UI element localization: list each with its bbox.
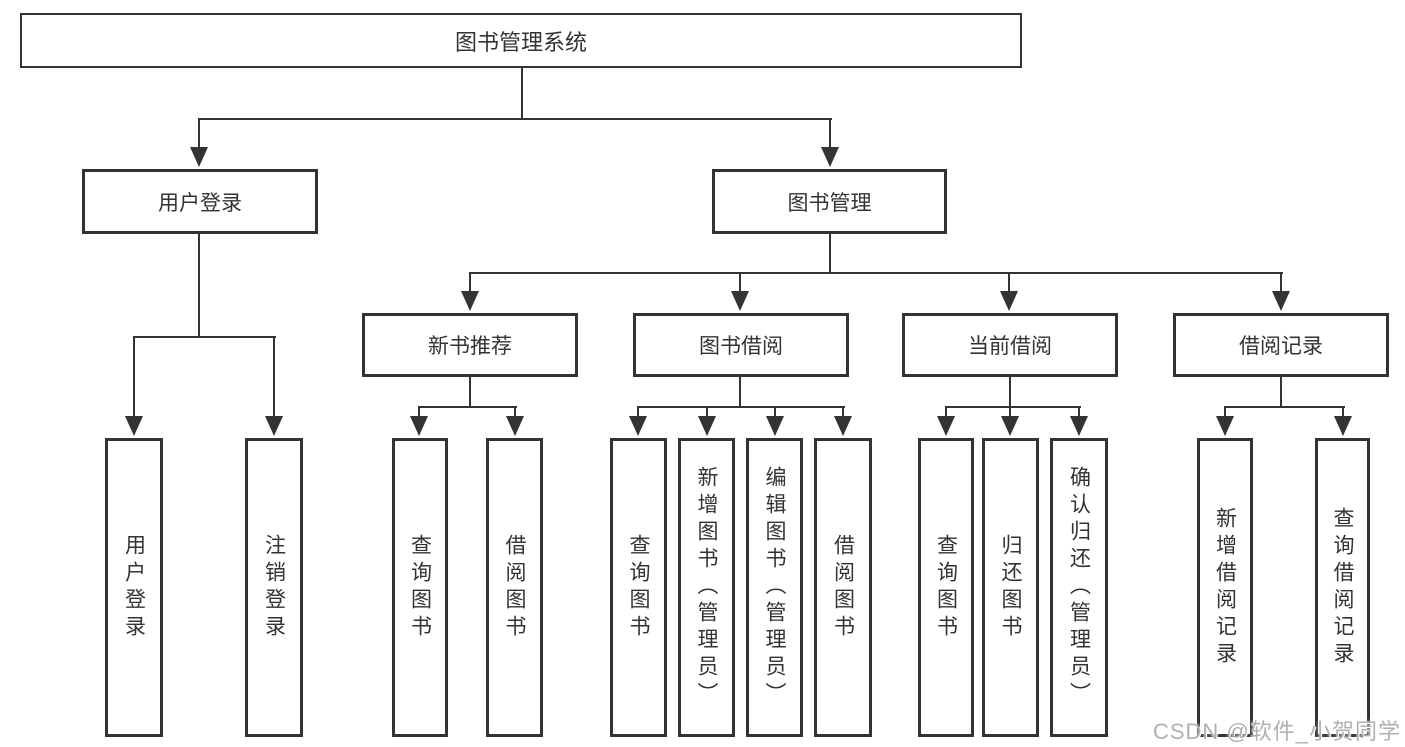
arrowhead-icon bbox=[1334, 416, 1352, 436]
arrowhead-icon bbox=[461, 291, 479, 311]
leaf-records-query-record: 查询借阅记录 bbox=[1315, 438, 1370, 737]
arrow-shaft bbox=[198, 118, 200, 153]
arrowhead-icon bbox=[834, 416, 852, 436]
node-label: 用户登录 bbox=[122, 533, 146, 642]
arrow-shaft bbox=[774, 406, 776, 422]
connector-line bbox=[637, 406, 845, 408]
connector-line bbox=[829, 234, 831, 274]
connector-line bbox=[469, 272, 1283, 274]
node-label: 编辑图书（管理员） bbox=[763, 466, 786, 709]
leaf-borrow-query-book: 查询图书 bbox=[610, 438, 667, 737]
node-label: 借阅图书 bbox=[831, 533, 855, 642]
connector-line bbox=[198, 234, 200, 338]
node-label: 图书管理 bbox=[787, 191, 872, 215]
node-borrowing-records: 借阅记录 bbox=[1173, 313, 1389, 377]
node-label: 新增借阅记录 bbox=[1213, 506, 1237, 669]
node-label: 查询图书 bbox=[408, 533, 432, 642]
arrowhead-icon bbox=[190, 147, 208, 167]
node-label: 新书推荐 bbox=[428, 335, 512, 358]
connector-line bbox=[1009, 376, 1011, 408]
node-new-book-recommend: 新书推荐 bbox=[362, 313, 578, 377]
arrowhead-icon bbox=[731, 291, 749, 311]
node-label: 注销登录 bbox=[262, 533, 286, 642]
arrowhead-icon bbox=[937, 416, 955, 436]
node-label: 确认归还（管理员） bbox=[1067, 466, 1091, 709]
connector-line bbox=[521, 68, 523, 120]
node-label: 归还图书 bbox=[999, 533, 1022, 642]
leaf-current-confirm-return-admin: 确认归还（管理员） bbox=[1050, 438, 1108, 737]
arrow-shaft bbox=[273, 336, 275, 422]
arrowhead-icon bbox=[1070, 416, 1088, 436]
leaf-current-query-book: 查询图书 bbox=[918, 438, 974, 737]
node-label: 用户登录 bbox=[158, 191, 242, 215]
connector-line bbox=[1224, 406, 1345, 408]
connector-line bbox=[1280, 377, 1282, 408]
arrowhead-icon bbox=[125, 416, 143, 436]
node-label: 图书借阅 bbox=[699, 335, 783, 358]
arrow-shaft bbox=[1224, 406, 1226, 422]
node-library-management-system: 图书管理系统 bbox=[20, 13, 1022, 68]
node-label: 新增图书（管理员） bbox=[695, 466, 718, 709]
arrowhead-icon bbox=[821, 147, 839, 167]
arrowhead-icon bbox=[1001, 416, 1019, 436]
node-label: 查询图书 bbox=[627, 533, 650, 642]
arrow-shaft bbox=[1009, 406, 1011, 422]
arrowhead-icon bbox=[766, 416, 784, 436]
node-label: 借阅记录 bbox=[1239, 335, 1323, 358]
arrowhead-icon bbox=[1000, 291, 1018, 311]
connector-line bbox=[133, 336, 276, 338]
arrow-shaft bbox=[469, 272, 471, 297]
arrow-shaft bbox=[133, 336, 135, 422]
arrow-shaft bbox=[945, 406, 947, 422]
arrow-shaft bbox=[829, 118, 831, 153]
connector-line bbox=[945, 406, 1081, 408]
arrow-shaft bbox=[637, 406, 639, 422]
arrow-shaft bbox=[706, 406, 708, 422]
leaf-newrec-borrow-book: 借阅图书 bbox=[486, 438, 543, 737]
leaf-borrow-add-book-admin: 新增图书（管理员） bbox=[678, 438, 735, 737]
connector-line bbox=[739, 377, 741, 408]
arrowhead-icon bbox=[410, 416, 428, 436]
leaf-user-login: 用户登录 bbox=[105, 438, 163, 737]
arrowhead-icon bbox=[629, 416, 647, 436]
node-label: 当前借阅 bbox=[968, 335, 1052, 358]
leaf-newrec-query-book: 查询图书 bbox=[392, 438, 448, 737]
arrow-shaft bbox=[418, 406, 420, 422]
connector-line bbox=[469, 377, 471, 408]
leaf-records-add-record: 新增借阅记录 bbox=[1197, 438, 1253, 737]
node-label: 图书管理系统 bbox=[454, 29, 587, 55]
arrowhead-icon bbox=[698, 416, 716, 436]
node-label: 查询借阅记录 bbox=[1331, 506, 1354, 669]
arrowhead-icon bbox=[265, 416, 283, 436]
connector-line bbox=[418, 406, 517, 408]
arrow-shaft bbox=[1280, 272, 1282, 297]
node-current-borrowing: 当前借阅 bbox=[902, 313, 1118, 377]
leaf-borrow-edit-book-admin: 编辑图书（管理员） bbox=[746, 438, 803, 737]
arrow-shaft bbox=[1078, 406, 1080, 422]
arrow-shaft bbox=[514, 406, 516, 422]
arrow-shaft bbox=[739, 272, 741, 297]
connector-line bbox=[199, 118, 832, 120]
node-label: 查询图书 bbox=[934, 533, 958, 642]
node-label: 借阅图书 bbox=[503, 533, 526, 642]
node-book-borrowing: 图书借阅 bbox=[633, 313, 849, 377]
arrow-shaft bbox=[842, 406, 844, 422]
leaf-logout: 注销登录 bbox=[245, 438, 303, 737]
arrowhead-icon bbox=[1272, 291, 1290, 311]
node-book-management: 图书管理 bbox=[712, 169, 947, 234]
leaf-current-return-book: 归还图书 bbox=[982, 438, 1039, 737]
arrow-shaft bbox=[1008, 272, 1010, 297]
leaf-borrow-borrow-book: 借阅图书 bbox=[814, 438, 872, 737]
arrow-shaft bbox=[1342, 406, 1344, 422]
arrowhead-icon bbox=[506, 416, 524, 436]
node-user-login: 用户登录 bbox=[82, 169, 318, 234]
arrowhead-icon bbox=[1216, 416, 1234, 436]
csdn-watermark: CSDN @软件_小贺同学 bbox=[1152, 719, 1401, 744]
